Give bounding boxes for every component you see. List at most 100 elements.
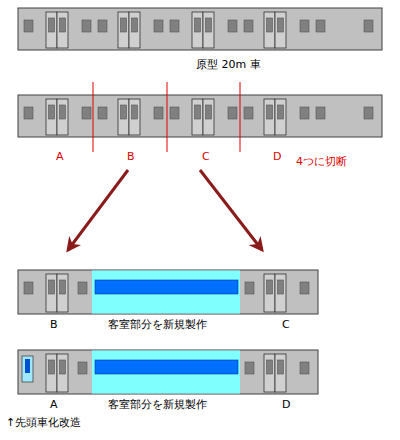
flow-arrow [200,170,262,250]
car-window [154,20,163,32]
door-window [60,105,66,119]
car-window [316,107,325,119]
door-window [278,105,284,119]
window-band [95,280,238,294]
car-window [24,20,33,32]
door-window [195,105,201,119]
car-door [264,274,275,312]
car-window [364,107,373,119]
car-window [300,107,309,119]
door-window [206,105,212,119]
car-window [245,282,254,294]
part-letter: D [282,398,290,411]
car-body [18,270,318,314]
car-window [316,20,325,32]
car-window [98,20,107,32]
door-window [60,18,66,32]
note-text: 客室部分を新規製作 [108,398,207,411]
door-window [195,18,201,32]
car-door [57,354,68,392]
car-window [98,107,107,119]
part-letter: C [202,150,210,163]
cut-line [93,82,94,152]
car-door [46,354,57,392]
note-text: ↑先頭車化改造 [6,416,81,429]
window-band [95,360,238,374]
car-window [245,362,254,374]
car-window [170,20,179,32]
car-window [228,107,237,119]
car-door [275,354,286,392]
door-window [267,360,273,374]
car-body [18,8,382,50]
door-window [206,18,212,32]
car-door [192,12,203,48]
part-letter: B [127,150,135,163]
part-letter: B [50,318,58,331]
car-door [118,99,129,135]
door-window [267,18,273,32]
car-window [82,107,91,119]
door-window [121,105,127,119]
car-window [78,362,87,374]
car-window [228,20,237,32]
door-window [60,280,66,294]
car-door [46,12,57,48]
car-body [18,95,382,137]
car-window [300,282,309,294]
door-window [49,18,55,32]
car-door [203,99,214,135]
part-letter: A [50,398,58,411]
door-window [49,105,55,119]
car-door [275,12,286,48]
door-window [278,360,284,374]
car-window [244,107,253,119]
cut-line [167,82,168,152]
car-door [129,12,140,48]
door-window [60,360,66,374]
car [18,95,382,137]
car [18,8,382,50]
door-window [49,280,55,294]
car-window [300,20,309,32]
car-door [264,12,275,48]
door-window [267,280,273,294]
car-window [244,20,253,32]
car-window [24,107,33,119]
car-door [46,274,57,312]
car-door [57,274,68,312]
new-section [92,271,240,314]
door-window [132,18,138,32]
car-door [118,12,129,48]
car-window [82,20,91,32]
car-door [129,99,140,135]
car-door [57,12,68,48]
note-text: 4つに切断 [296,155,347,168]
door-window [278,280,284,294]
door-window [49,360,55,374]
part-letter: C [282,318,290,331]
flow-arrow [68,170,128,250]
part-letter: D [273,150,281,163]
car-window [78,282,87,294]
note-text: 原型 20m 車 [196,58,261,71]
car-window [154,107,163,119]
car-door [264,99,275,135]
door-window [278,18,284,32]
cab-window-frame [22,356,33,382]
car-door [57,99,68,135]
car-window [300,362,309,374]
cut-line [240,82,241,152]
door-window [132,105,138,119]
car-door [192,99,203,135]
car-door [264,354,275,392]
rebuilt-car [18,270,318,314]
door-window [121,18,127,32]
new-section [92,351,240,394]
part-letter: A [56,150,64,163]
car-door [275,99,286,135]
car-body [18,350,318,394]
car-door [275,274,286,312]
car-window [24,282,33,294]
